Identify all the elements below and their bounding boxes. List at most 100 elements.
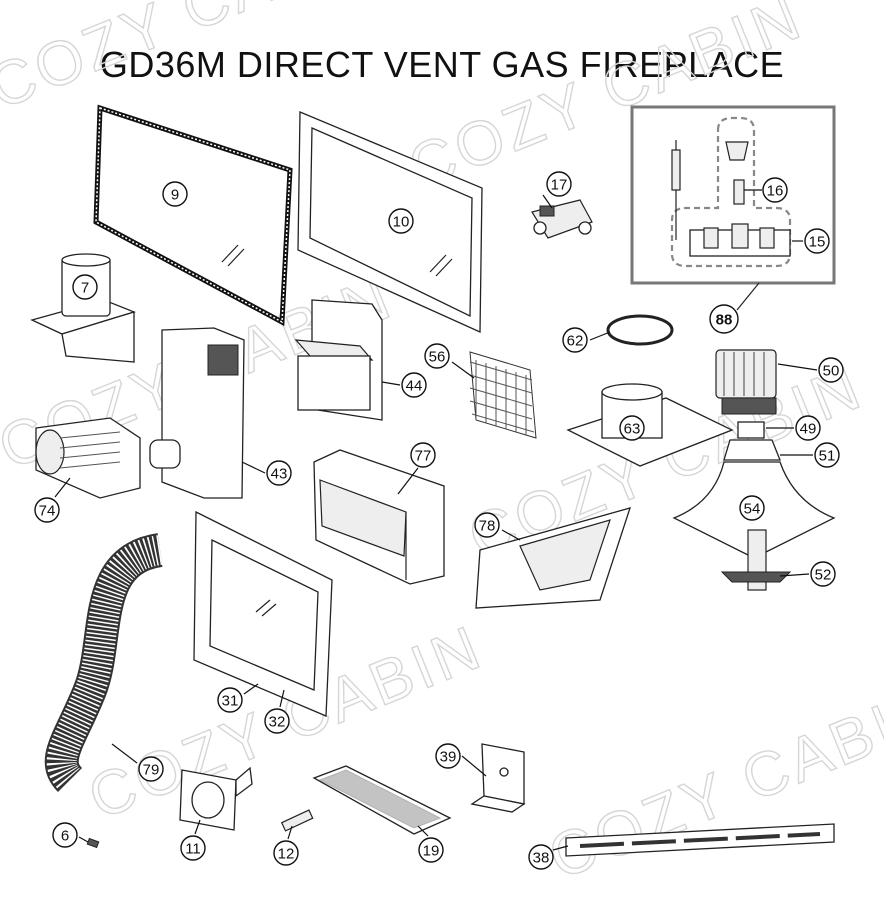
part-rail-38 (565, 823, 835, 857)
callout-49: 49 (795, 415, 821, 441)
callout-31: 31 (217, 687, 243, 713)
callout-39: 39 (435, 743, 461, 769)
callout-circle (266, 460, 292, 486)
callout-circle (528, 844, 554, 870)
part-bracket-39 (470, 743, 526, 813)
callout-number: 38 (533, 850, 550, 867)
callout-number: 49 (800, 421, 817, 438)
callout-number: 62 (567, 333, 584, 350)
callout-63: 63 (619, 415, 645, 441)
callout-number: 6 (61, 828, 69, 845)
callout-7: 7 (72, 274, 98, 300)
callout-circle (795, 415, 821, 441)
svg-text:COZY CABIN: COZY CABIN (539, 672, 884, 892)
callout-78: 78 (474, 512, 500, 538)
callout-number: 7 (81, 280, 89, 297)
part-vent-housing-43 (149, 327, 245, 499)
part-blower-housing-44 (294, 299, 383, 421)
callout-11: 11 (180, 835, 206, 861)
callout-circle (810, 561, 836, 587)
callout-circle (72, 274, 98, 300)
callout-number: 17 (551, 177, 568, 194)
pilot-kit-box-88 (630, 105, 836, 311)
callout-62: 62 (562, 327, 588, 353)
part-gas-valve-17 (531, 199, 593, 239)
callout-circle (388, 208, 414, 234)
callout-circle (410, 442, 436, 468)
callout-circle (401, 372, 427, 398)
callout-9: 9 (162, 181, 188, 207)
callout-circle (180, 835, 206, 861)
part-firebox-77 (313, 449, 445, 585)
part-wall-plate-11 (179, 766, 253, 831)
callout-number: 78 (479, 518, 496, 535)
callout-44: 44 (401, 372, 427, 398)
part-vent-collar-7 (30, 253, 136, 363)
callout-number: 11 (185, 841, 201, 858)
callout-number: 44 (406, 378, 423, 395)
callout-kit-88: 88 (709, 304, 739, 334)
callout-10: 10 (388, 208, 414, 234)
callout-number: 74 (39, 503, 56, 520)
callout-circle (546, 171, 572, 197)
callout-number: 50 (823, 363, 840, 380)
callout-circle (418, 837, 444, 863)
callout-number: 77 (415, 448, 432, 465)
diagram-title: GD36M DIRECT VENT GAS FIREPLACE (99, 44, 785, 85)
part-front-panel-31-32 (193, 510, 333, 717)
callout-43: 43 (266, 460, 292, 486)
callout-77: 77 (410, 442, 436, 468)
callout-19: 19 (418, 837, 444, 863)
callout-51: 51 (814, 442, 840, 468)
callout-circle (619, 415, 645, 441)
callout-12: 12 (273, 840, 299, 866)
callout-circle (424, 343, 450, 369)
callout-number: 43 (271, 466, 288, 483)
callout-circle (217, 687, 243, 713)
callout-38: 38 (528, 844, 554, 870)
callout-circle (264, 708, 290, 734)
callout-15: 15 (804, 228, 830, 254)
callout-circle (562, 327, 588, 353)
callout-number: 10 (393, 214, 410, 231)
callout-number: 51 (819, 448, 836, 465)
callout-74: 74 (34, 497, 60, 523)
part-screen-56 (469, 351, 537, 439)
callout-circle (474, 512, 500, 538)
callout-17: 17 (546, 171, 572, 197)
callout-kit-number: 88 (716, 312, 733, 329)
callout-16: 16 (762, 177, 788, 203)
callout-circle (162, 181, 188, 207)
callout-circle (762, 177, 788, 203)
callout-circle (818, 357, 844, 383)
callout-number: 52 (815, 567, 832, 584)
callout-56: 56 (424, 343, 450, 369)
callout-circle (138, 756, 164, 782)
part-screw-6 (86, 837, 100, 849)
callout-circle (52, 822, 78, 848)
part-flashing-63 (566, 383, 734, 467)
callout-number: 54 (744, 501, 761, 518)
callout-number: 32 (269, 714, 286, 731)
callout-6: 6 (52, 822, 78, 848)
callout-50: 50 (818, 357, 844, 383)
callout-circle (435, 743, 461, 769)
part-blower-74 (35, 417, 141, 499)
part-baffle-78 (475, 507, 631, 609)
callout-number: 63 (624, 421, 641, 438)
callout-number: 15 (809, 234, 826, 251)
callout-circle (273, 840, 299, 866)
callout-circle (34, 497, 60, 523)
callout-circle (804, 228, 830, 254)
leader-lines (54, 189, 818, 851)
callout-52: 52 (810, 561, 836, 587)
part-flex-hose-79 (44, 533, 164, 793)
part-burner-19 (312, 765, 452, 835)
callout-number: 12 (278, 846, 295, 863)
callout-79: 79 (138, 756, 164, 782)
callout-54: 54 (739, 495, 765, 521)
callout-circle (739, 495, 765, 521)
part-igniter-12 (280, 809, 314, 832)
